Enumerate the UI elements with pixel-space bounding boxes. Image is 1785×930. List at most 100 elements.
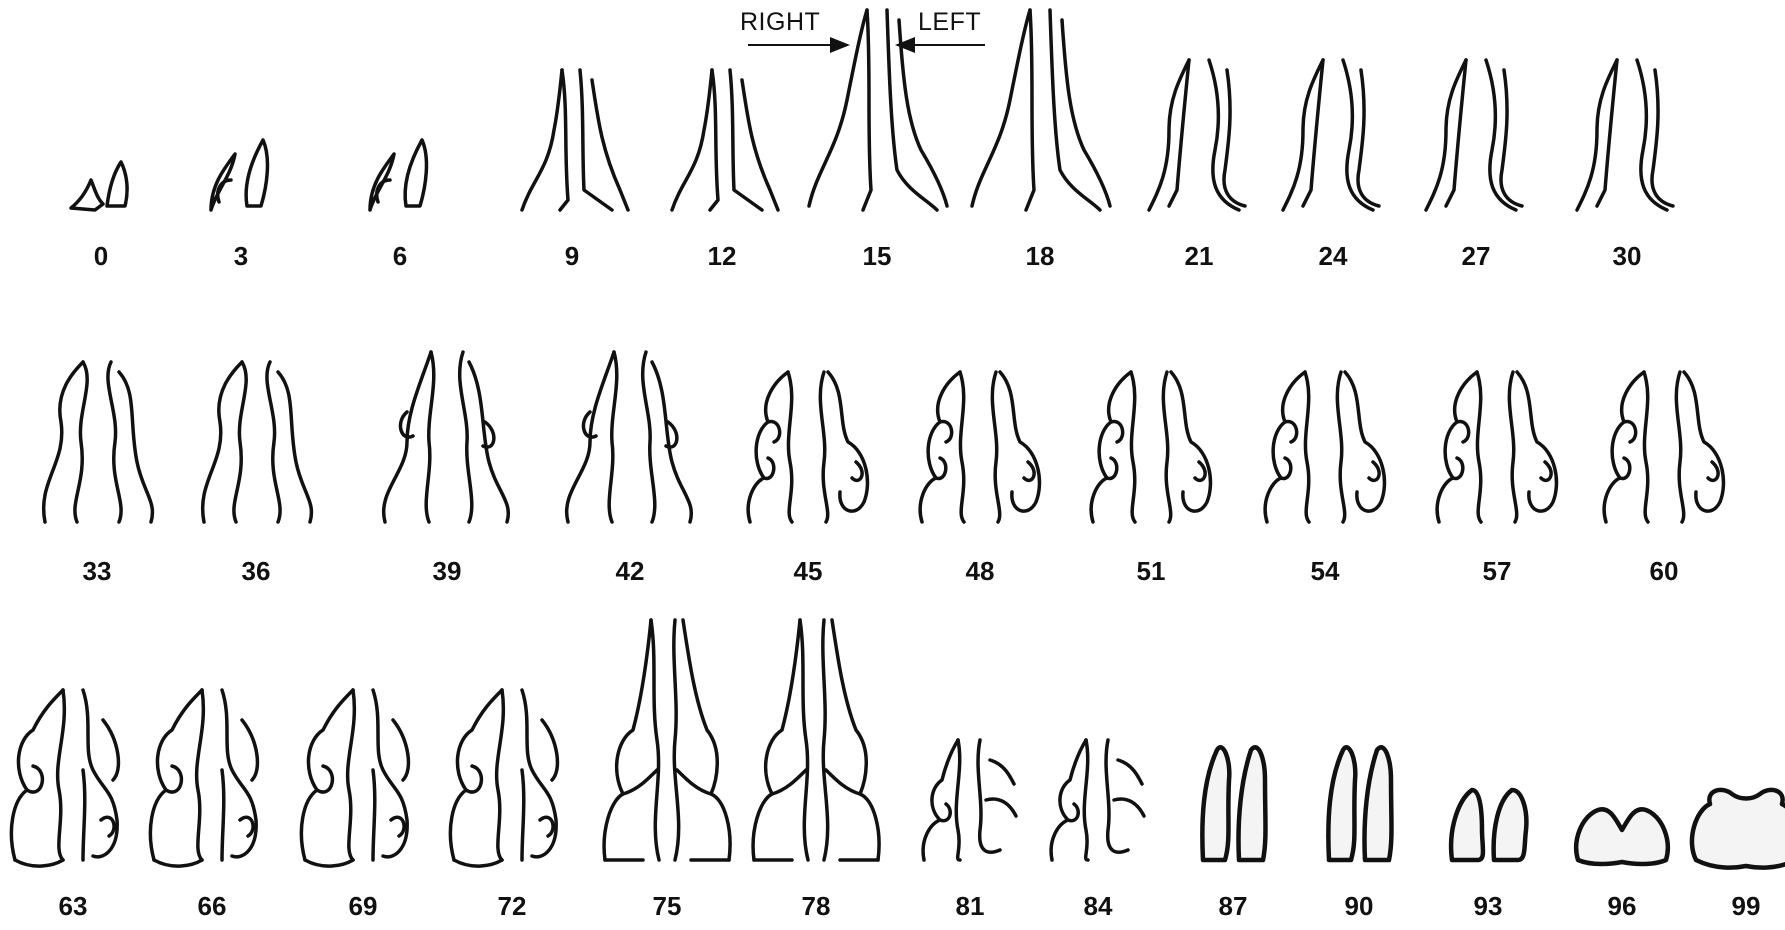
section-54: 54 [1265, 372, 1384, 586]
section-outline [460, 352, 472, 522]
section-outline [788, 372, 792, 522]
section-label: 3 [234, 241, 248, 271]
section-label: 60 [1650, 556, 1679, 586]
section-outline [11, 690, 63, 860]
section-label: 93 [1474, 891, 1503, 921]
section-outline [940, 804, 950, 821]
right-label: RIGHT [740, 8, 820, 36]
section-outline [1051, 740, 1086, 860]
section-outline [108, 362, 121, 522]
section-label: 66 [198, 891, 227, 921]
section-outline [820, 372, 827, 522]
section-label: 27 [1462, 241, 1491, 271]
section-outline [800, 620, 808, 860]
section-outline [1652, 70, 1673, 206]
section-label: 99 [1732, 891, 1761, 921]
section-label: 39 [433, 556, 462, 586]
section-outline [580, 70, 612, 210]
section-outline [1131, 372, 1135, 522]
section-label: 18 [1026, 241, 1055, 271]
section-outline [107, 162, 127, 206]
section-label: 72 [498, 891, 527, 921]
section-outline [1345, 372, 1384, 511]
section-36: 36 [203, 362, 312, 586]
section-87: 87 [1202, 747, 1265, 921]
section-30: 30 [1577, 60, 1673, 271]
section-outline [391, 817, 404, 836]
section-label: 48 [966, 556, 995, 586]
section-outline [992, 372, 999, 522]
section-label: 0 [94, 241, 108, 271]
section-outline [753, 620, 800, 860]
section-label: 36 [242, 556, 271, 586]
section-33: 33 [44, 362, 153, 586]
section-outline [1676, 372, 1683, 522]
section-outline [651, 620, 659, 860]
section-outline [1024, 462, 1034, 480]
section-93: 93 [1451, 790, 1526, 921]
section-outline [826, 770, 860, 794]
section-label: 51 [1137, 556, 1166, 586]
section-label: 75 [653, 891, 682, 921]
section-3: 3 [211, 140, 267, 271]
section-81: 81 [923, 740, 1016, 921]
section-outline [1107, 458, 1117, 479]
section-outline [887, 10, 937, 210]
section-outline [956, 740, 960, 860]
section-18: 18 [972, 10, 1110, 271]
section-outline [166, 766, 181, 792]
section-outline [990, 760, 1014, 784]
section-outline [1620, 458, 1630, 479]
section-outline [1541, 462, 1551, 480]
section-outline [218, 180, 231, 202]
section-outline [469, 362, 508, 522]
section-69: 69 [301, 690, 408, 921]
section-outline [58, 690, 65, 860]
section-outline [672, 70, 712, 210]
section-outline [1576, 809, 1668, 864]
section-outline [1358, 70, 1379, 206]
section-84: 84 [1051, 740, 1144, 921]
section-label: 21 [1185, 241, 1214, 271]
section-label: 78 [802, 891, 831, 921]
section-outline [301, 690, 353, 860]
section-63: 63 [11, 690, 118, 921]
section-outline [1305, 372, 1309, 522]
section-outline [809, 10, 867, 206]
section-outline [1000, 372, 1039, 511]
section-outline [978, 740, 1000, 852]
section-label: 54 [1311, 556, 1340, 586]
section-label: 45 [794, 556, 823, 586]
section-outline [623, 770, 657, 794]
section-outline [1604, 372, 1644, 522]
section-outline [393, 720, 408, 780]
section-outline [609, 352, 617, 522]
section-outline [899, 20, 947, 206]
section-label: 84 [1084, 891, 1113, 921]
section-outline [1453, 458, 1463, 479]
section-label: 15 [863, 241, 892, 271]
section-outline [1202, 747, 1229, 860]
section-outline [1684, 372, 1723, 511]
section-label: 30 [1613, 241, 1642, 271]
section-outline [154, 860, 202, 866]
left-label: LEFT [918, 8, 981, 36]
section-label: 24 [1319, 241, 1348, 271]
section-66: 66 [150, 690, 257, 921]
section-outline [940, 421, 952, 442]
section-outline [405, 140, 426, 206]
section-outline [652, 362, 691, 522]
section-outline [466, 766, 481, 792]
section-outline [1437, 372, 1477, 522]
section-outline [150, 690, 202, 860]
section-label: 63 [59, 891, 88, 921]
section-outline [1644, 372, 1648, 522]
section-outline [317, 766, 332, 792]
section-outline [920, 372, 960, 522]
section-outline [1477, 372, 1481, 522]
section-outline [522, 70, 562, 210]
section-outline [1171, 372, 1210, 511]
section-outline [240, 817, 253, 836]
section-outline [103, 720, 118, 780]
